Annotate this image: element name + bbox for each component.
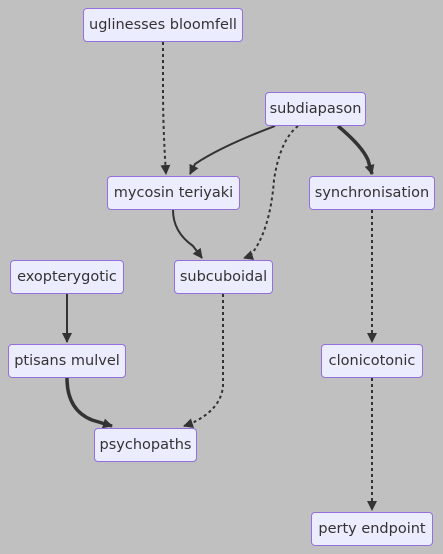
node-clonicotonic[interactable]: clonicotonic bbox=[321, 344, 423, 378]
edge-subcuboidal-to-psychopaths bbox=[183, 294, 224, 428]
node-mycosin-teriyaki[interactable]: mycosin teriyaki bbox=[107, 176, 240, 210]
edge-ptisans-to-psychopaths bbox=[65, 377, 113, 429]
node-uglinesses-bloomfell[interactable]: uglinesses bloomfell bbox=[83, 8, 243, 42]
edge-mycosin-to-subcuboidal bbox=[172, 209, 203, 259]
node-uglinesses-bloomfell-label: uglinesses bloomfell bbox=[89, 17, 237, 33]
node-subcuboidal-label: subcuboidal bbox=[179, 269, 268, 285]
node-subdiapason-label: subdiapason bbox=[269, 101, 362, 117]
node-synchronisation[interactable]: synchronisation bbox=[309, 176, 435, 210]
edge-subdiapason-to-subcuboidal bbox=[243, 125, 299, 260]
node-subdiapason[interactable]: subdiapason bbox=[265, 92, 366, 126]
node-mycosin-teriyaki-label: mycosin teriyaki bbox=[113, 185, 234, 201]
node-perty-endpoint-label: perty endpoint bbox=[318, 521, 426, 537]
node-synchronisation-label: synchronisation bbox=[314, 185, 430, 201]
node-clonicotonic-label: clonicotonic bbox=[328, 353, 416, 369]
node-exopterygotic[interactable]: exopterygotic bbox=[10, 260, 124, 294]
node-ptisans-mulvel-label: ptisans mulvel bbox=[14, 353, 120, 369]
node-subcuboidal[interactable]: subcuboidal bbox=[174, 260, 273, 294]
edge-subdiapason-to-synchronisation bbox=[336, 124, 375, 175]
node-ptisans-mulvel[interactable]: ptisans mulvel bbox=[8, 344, 126, 378]
node-psychopaths-label: psychopaths bbox=[99, 437, 192, 453]
node-exopterygotic-label: exopterygotic bbox=[17, 269, 117, 285]
edge-subdiapason-to-mycosin bbox=[189, 125, 276, 175]
edge-uglinesses-to-mycosin bbox=[160, 42, 171, 175]
node-psychopaths[interactable]: psychopaths bbox=[94, 428, 197, 462]
node-perty-endpoint[interactable]: perty endpoint bbox=[311, 512, 433, 546]
